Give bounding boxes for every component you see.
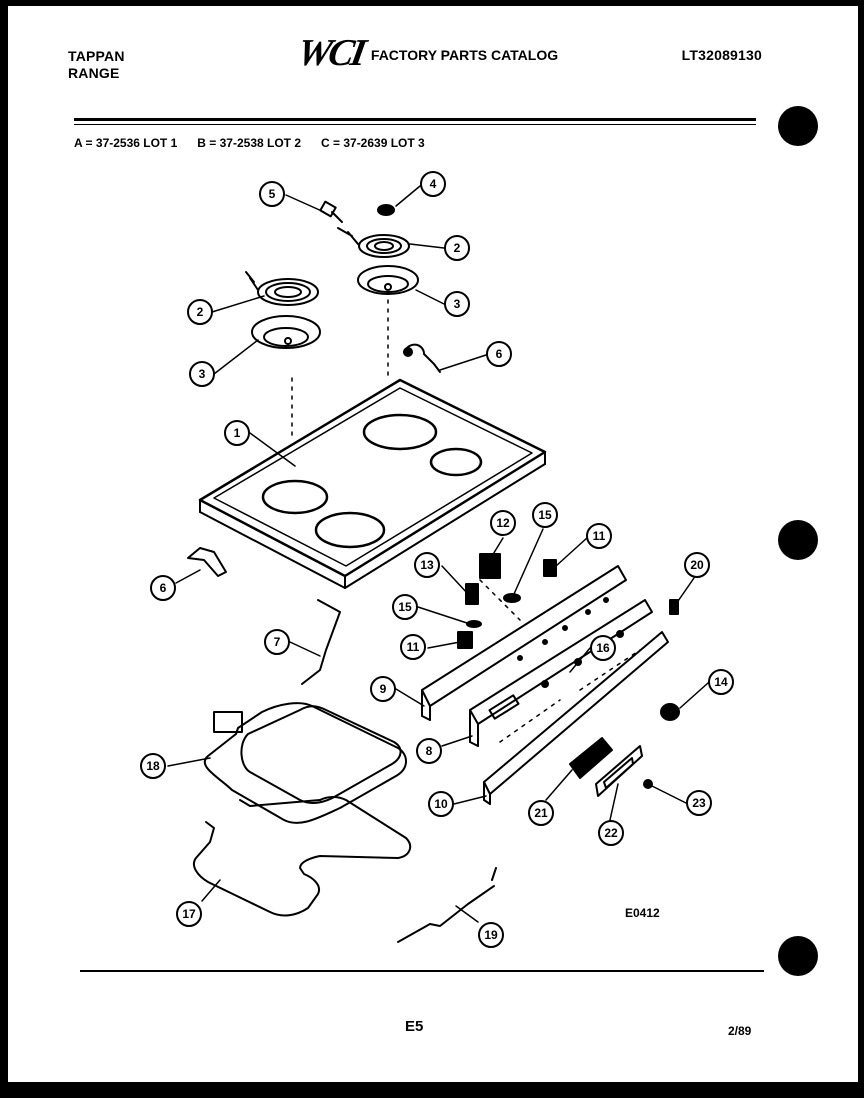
variant-b: B = 37-2538 LOT 2 bbox=[197, 136, 301, 150]
brand-name: TAPPAN bbox=[68, 48, 125, 64]
callout-12: 12 bbox=[490, 510, 516, 536]
callout-5: 5 bbox=[259, 181, 285, 207]
callout-2-left: 2 bbox=[187, 299, 213, 325]
switch-parts bbox=[457, 553, 680, 789]
callout-9: 9 bbox=[370, 676, 396, 702]
callout-23: 23 bbox=[686, 790, 712, 816]
callout-1: 1 bbox=[224, 420, 250, 446]
callout-11-left: 11 bbox=[400, 634, 426, 660]
callout-15-left: 15 bbox=[392, 594, 418, 620]
callout-14: 14 bbox=[708, 669, 734, 695]
callout-18: 18 bbox=[140, 753, 166, 779]
brand-block: TAPPAN RANGE bbox=[68, 48, 125, 82]
callout-21: 21 bbox=[528, 800, 554, 826]
clip-parts bbox=[187, 343, 441, 577]
callout-8: 8 bbox=[416, 738, 442, 764]
rod-part bbox=[397, 867, 497, 943]
date-code: 2/89 bbox=[728, 1024, 752, 1038]
callout-20: 20 bbox=[684, 552, 710, 578]
leader-lines bbox=[167, 185, 709, 923]
lamp-parts bbox=[569, 737, 643, 797]
header-rule-thin bbox=[74, 124, 756, 125]
callout-22: 22 bbox=[598, 820, 624, 846]
callout-15-top: 15 bbox=[532, 502, 558, 528]
model-variants: A = 37-2536 LOT 1 B = 37-2538 LOT 2 C = … bbox=[74, 136, 425, 150]
surface-element-small bbox=[319, 200, 419, 295]
callout-2-right: 2 bbox=[444, 235, 470, 261]
callout-7: 7 bbox=[264, 629, 290, 655]
binder-hole-top bbox=[778, 106, 818, 146]
binder-hole-bottom bbox=[778, 936, 818, 976]
product-type: RANGE bbox=[68, 65, 120, 81]
wire-part bbox=[301, 599, 341, 685]
callout-11-top: 11 bbox=[586, 523, 612, 549]
callout-16: 16 bbox=[590, 635, 616, 661]
variant-c: C = 37-2639 LOT 3 bbox=[321, 136, 425, 150]
bake-element bbox=[192, 796, 412, 917]
callout-3-right: 3 bbox=[444, 291, 470, 317]
callout-6-left: 6 bbox=[150, 575, 176, 601]
document-id: LT32089130 bbox=[681, 47, 762, 63]
callout-17: 17 bbox=[176, 901, 202, 927]
callout-13: 13 bbox=[414, 552, 440, 578]
binder-hole-middle bbox=[778, 520, 818, 560]
callout-19: 19 bbox=[478, 922, 504, 948]
cooktop-drawing bbox=[198, 378, 547, 589]
surface-element-large bbox=[245, 271, 321, 349]
catalog-header: WCI FACTORY PARTS CATALOG bbox=[294, 32, 559, 74]
control-panels bbox=[421, 565, 669, 805]
callout-10: 10 bbox=[428, 791, 454, 817]
callout-4: 4 bbox=[420, 171, 446, 197]
footer-rule bbox=[80, 970, 764, 972]
callout-3-left: 3 bbox=[189, 361, 215, 387]
header-rule bbox=[74, 118, 756, 121]
callout-6-top: 6 bbox=[486, 341, 512, 367]
broil-element bbox=[204, 702, 407, 824]
figure-code: E0412 bbox=[625, 906, 660, 920]
page-code: E5 bbox=[405, 1018, 424, 1035]
alignment-lines bbox=[291, 299, 641, 743]
catalog-title: FACTORY PARTS CATALOG bbox=[370, 47, 559, 63]
variant-a: A = 37-2536 LOT 1 bbox=[74, 136, 178, 150]
